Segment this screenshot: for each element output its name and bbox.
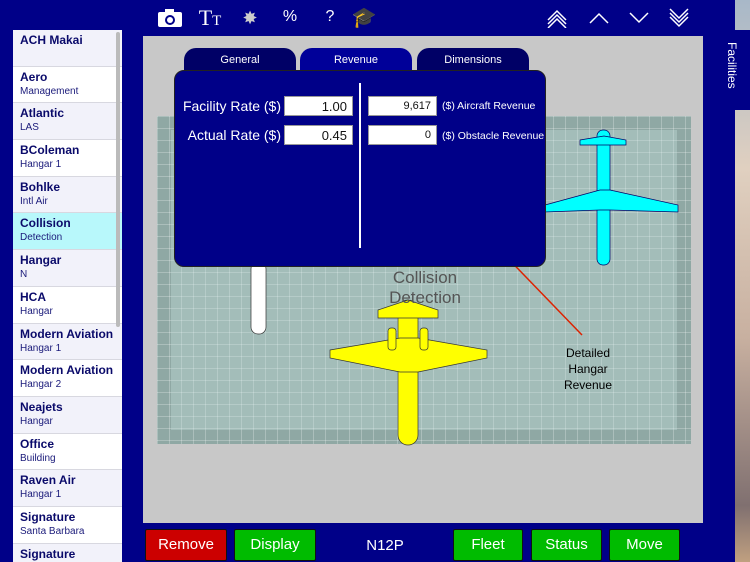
aircraft-revenue-label: ($) Aircraft Revenue xyxy=(442,100,536,112)
sidebar-item-subtitle: LAS xyxy=(20,122,39,134)
sidebar-item-title: Modern Aviation xyxy=(20,326,114,341)
sidebar-item-title: Hangar xyxy=(20,253,62,268)
help-icon[interactable]: ? xyxy=(325,8,335,25)
sidebar-item-title: Collision xyxy=(20,216,71,231)
divider xyxy=(359,83,361,248)
sidebar-item-subtitle: Detection xyxy=(20,232,63,244)
tab-revenue[interactable]: Revenue xyxy=(300,48,412,74)
sidebar-item-subtitle: Santa Barbara xyxy=(20,525,85,537)
status-button[interactable]: Status xyxy=(531,529,602,561)
down-icon[interactable] xyxy=(624,8,654,33)
annotation-line2: Hangar xyxy=(568,362,608,376)
sidebar-item-subtitle: N xyxy=(20,269,28,281)
revenue-panel: Facility Rate ($) 1.00 Actual Rate ($) 0… xyxy=(174,70,546,267)
facility-rate-input[interactable]: 1.00 xyxy=(284,96,353,116)
tail-number: N12P xyxy=(366,537,404,554)
graduation-cap-icon[interactable]: 🎓 xyxy=(351,7,377,29)
sidebar-item-subtitle: Intl Air xyxy=(20,195,48,207)
tab-general[interactable]: General xyxy=(184,48,296,74)
sidebar-item-title: HCA xyxy=(20,289,46,304)
sidebar-item-title: Office xyxy=(20,436,55,451)
annotation-line3: Revenue xyxy=(563,378,613,392)
actual-rate-input[interactable]: 0.45 xyxy=(284,125,353,145)
annotation-line1: Detailed xyxy=(565,346,611,360)
up-icon[interactable] xyxy=(584,8,614,33)
aircraft-cyan[interactable] xyxy=(544,129,679,266)
remove-button[interactable]: Remove xyxy=(145,529,227,561)
sidebar-item-subtitle: Hangar 2 xyxy=(20,379,62,391)
sidebar-item-subtitle: Hangar xyxy=(20,415,53,427)
bottom-icon[interactable] xyxy=(664,8,694,33)
sparkle-icon[interactable]: ✸ xyxy=(242,8,258,28)
sidebar-item-subtitle: Hangar xyxy=(20,305,53,317)
sidebar-item-title: ACH Makai xyxy=(20,33,83,47)
camera-icon[interactable] xyxy=(155,8,185,33)
scrollbar[interactable] xyxy=(116,32,120,327)
actual-rate-label: Actual Rate ($) xyxy=(187,127,281,143)
sidebar-item-title: Neajets xyxy=(20,399,63,414)
text-size-icon[interactable]: TT xyxy=(198,5,222,30)
obstacle-revenue-value: 0 xyxy=(368,125,437,145)
facilities-tab[interactable]: Facilities xyxy=(720,30,750,110)
obstacle-revenue-label: ($) Obstacle Revenue xyxy=(442,130,545,142)
facilities-tab-label: Facilities xyxy=(725,42,739,89)
sidebar-item-subtitle: Hangar 1 xyxy=(20,489,62,501)
sidebar-item-subtitle: Building xyxy=(20,452,56,464)
sidebar-item-title: BColeman xyxy=(20,143,80,158)
annotation-text: Detailed Hangar Revenue xyxy=(548,345,628,393)
tab-dimensions[interactable]: Dimensions xyxy=(417,48,529,74)
sidebar-item-subtitle: Hangar 1 xyxy=(20,159,62,171)
hangar-name: Collision Detection xyxy=(350,268,500,308)
facility-rate-label: Facility Rate ($) xyxy=(182,98,281,114)
sidebar-item[interactable]: Signature xyxy=(13,543,122,562)
hangar-name-line2: Detection xyxy=(389,288,461,307)
aircraft-yellow[interactable] xyxy=(329,299,488,446)
move-button[interactable]: Move xyxy=(609,529,680,561)
fleet-button[interactable]: Fleet xyxy=(453,529,523,561)
sidebar-item-title: Bohlke xyxy=(20,179,61,194)
sidebar-item-title: Signature xyxy=(20,546,76,561)
sidebar-item-title: Atlantic xyxy=(20,106,65,121)
sidebar-item-title: Raven Air xyxy=(20,473,76,488)
sidebar-item[interactable]: ACH Makai xyxy=(13,30,122,67)
sidebar-item-title: Aero xyxy=(20,69,48,84)
sidebar-item-subtitle: Management xyxy=(20,85,79,97)
hangar-name-line1: Collision xyxy=(392,268,458,287)
aircraft-revenue-value: 9,617 xyxy=(368,96,437,116)
percent-icon[interactable]: % xyxy=(282,8,298,25)
aircraft-white[interactable] xyxy=(250,261,267,335)
sidebar-item-title: Signature xyxy=(20,509,76,524)
sidebar-item-title: Modern Aviation xyxy=(20,363,114,378)
top-icon[interactable] xyxy=(542,8,572,33)
background-photo xyxy=(735,0,750,562)
sidebar-item-subtitle: Hangar 1 xyxy=(20,342,62,354)
display-button[interactable]: Display xyxy=(234,529,316,561)
